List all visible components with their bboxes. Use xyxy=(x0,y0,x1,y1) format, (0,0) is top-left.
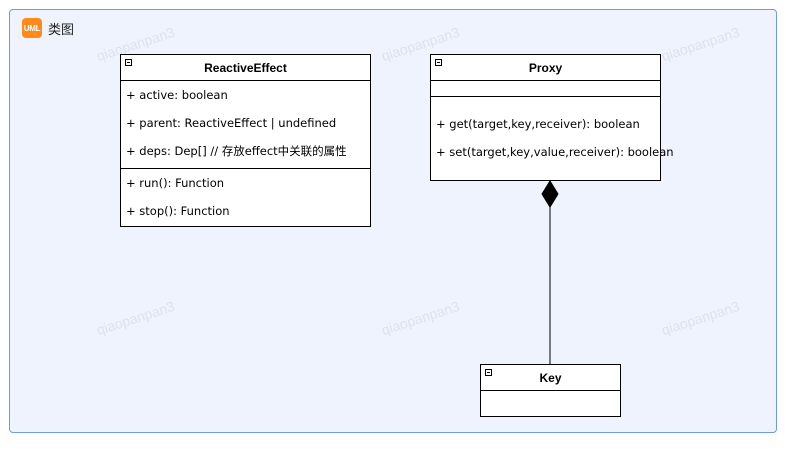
operation-get[interactable]: + get(target,key,receiver): boolean xyxy=(436,117,640,131)
class-header[interactable]: Key xyxy=(481,365,620,391)
class-reactive-effect[interactable]: ReactiveEffect + active: boolean + paren… xyxy=(120,54,371,227)
operation-set[interactable]: + set(target,key,value,receiver): boolea… xyxy=(436,145,674,159)
class-header[interactable]: ReactiveEffect xyxy=(121,55,370,81)
class-proxy[interactable]: Proxy + get(target,key,receiver): boolea… xyxy=(430,54,674,181)
frame-header: UML 类图 xyxy=(22,18,74,38)
uml-icon: UML xyxy=(22,18,42,38)
operations-section: + run(): Function + stop(): Function xyxy=(121,169,370,226)
attributes-section xyxy=(431,81,660,97)
collapse-icon[interactable] xyxy=(435,59,442,66)
operation-run[interactable]: + run(): Function xyxy=(126,176,225,190)
operation-stop[interactable]: + stop(): Function xyxy=(126,204,230,218)
class-header[interactable]: Proxy xyxy=(431,55,660,81)
attributes-section: + active: boolean + parent: ReactiveEffe… xyxy=(121,81,370,169)
class-name: Key xyxy=(539,370,562,385)
class-name: ReactiveEffect xyxy=(204,60,287,75)
collapse-icon[interactable] xyxy=(485,369,492,376)
class-key[interactable]: Key xyxy=(480,364,621,417)
attribute-deps[interactable]: + deps: Dep[] // 存放effect中关联的属性 xyxy=(126,144,347,158)
operations-section: + get(target,key,receiver): boolean + se… xyxy=(431,97,674,180)
diagram-title: 类图 xyxy=(48,22,75,38)
collapse-icon[interactable] xyxy=(125,59,132,66)
class-name: Proxy xyxy=(528,60,563,75)
attribute-parent[interactable]: + parent: ReactiveEffect | undefined xyxy=(126,116,337,130)
attribute-active[interactable]: + active: boolean xyxy=(126,88,228,102)
